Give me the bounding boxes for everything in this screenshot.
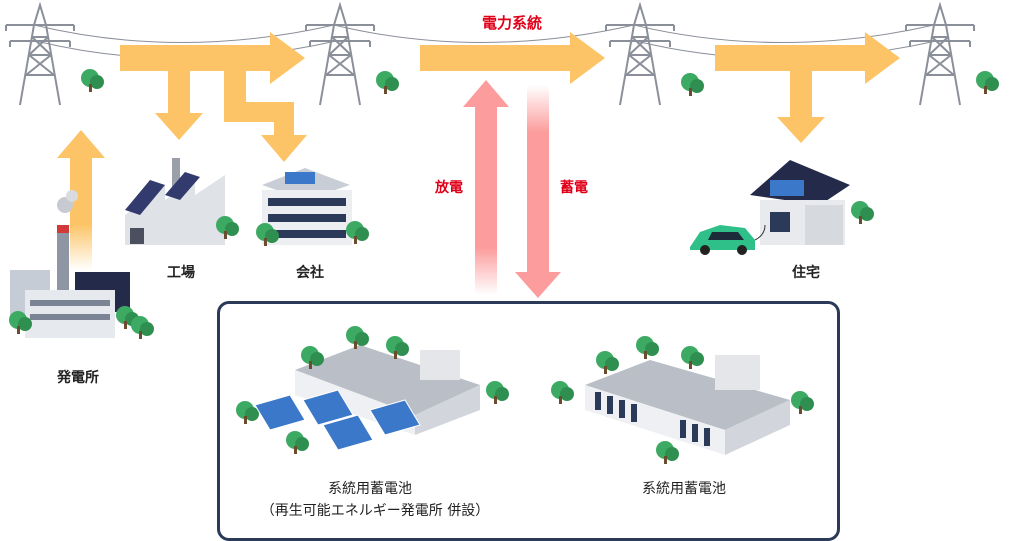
charge-arrow [515,85,561,298]
house-label: 住宅 [792,265,820,281]
power-plant-label: 発電所 [57,370,99,386]
pylon-icon [305,4,375,106]
factory-icon [125,158,239,245]
battery-label: 系統用蓄電池 [642,481,726,497]
power-plant-icon [9,190,154,339]
office-building-icon [256,168,369,246]
electric-car-icon [690,224,766,255]
battery-storage-icon [551,336,814,464]
pylon-icon [905,4,975,106]
battery-storage-with-solar-icon [236,326,509,454]
house-icon [750,160,874,245]
battery-solar-label: 系統用蓄電池 [328,481,412,497]
charge-label: 蓄電 [560,180,588,196]
pylon-icon [605,4,675,106]
discharge-arrow [463,80,509,295]
factory-label: 工場 [167,265,195,281]
power-flow-arrows [120,32,900,162]
generation-up-arrow [57,130,105,270]
battery-solar-sublabel: （再生可能エネルギー発電所 併設） [260,503,490,519]
discharge-label: 放電 [435,180,463,196]
pylon-icon [5,4,75,106]
office-label: 会社 [296,265,324,281]
power-grid-label: 電力系統 [481,14,543,32]
